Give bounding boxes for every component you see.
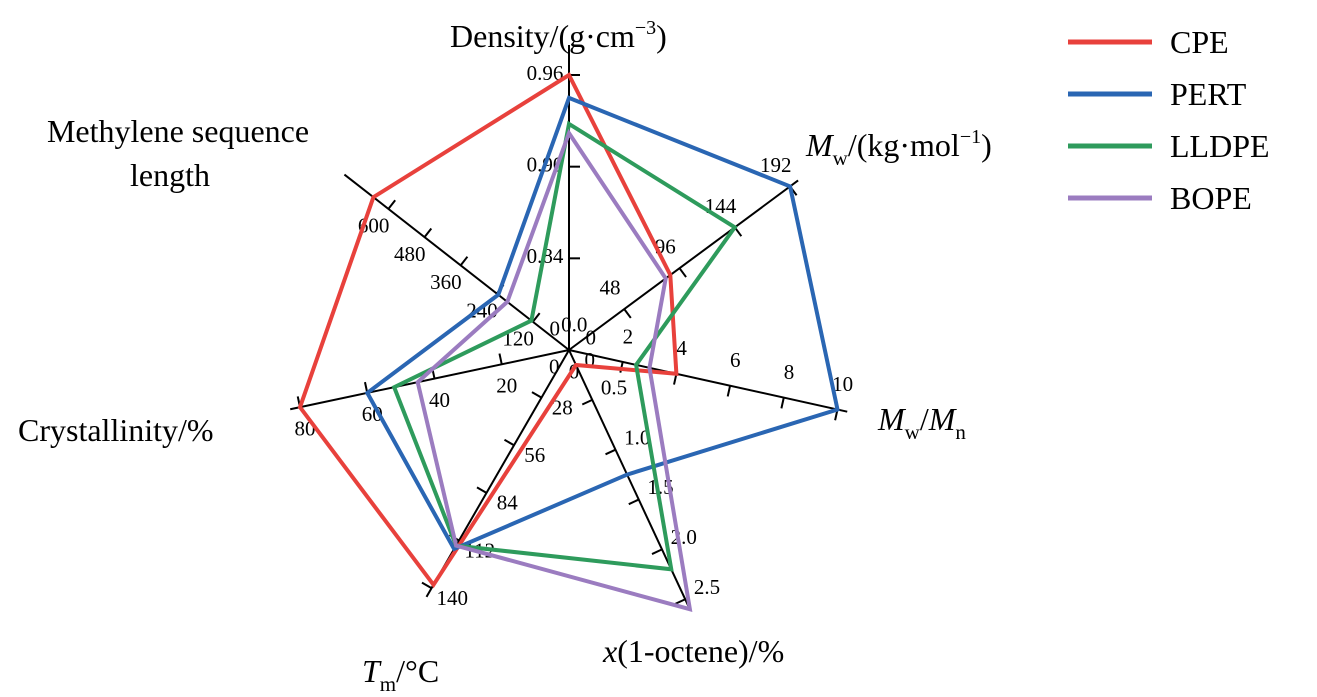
tick-label-mwmn: 8 [784,360,795,384]
tick-mark-methylene [423,227,433,238]
tick-label-methylene: 240 [466,298,498,322]
tick-label-tm: 0 [585,348,596,372]
tick-mark-crystallinity [498,353,503,365]
tick-mark-tm [476,486,488,494]
tick-label-crystallinity: 40 [429,388,450,412]
tick-label-tm: 84 [497,491,519,515]
tick-mark-octene [628,498,640,506]
axis-titles: Density/(g·cm−3) Mw/(kg·mol−1) Mw/Mn x(1… [18,17,992,696]
tick-label-methylene: 120 [502,327,534,351]
tick-mark-octene [581,398,593,406]
tick-label-mwmn: 4 [676,336,687,360]
legend-label-cpe: CPE [1170,24,1229,60]
tick-mark-tm [421,581,433,590]
series-bope [415,128,693,612]
tick-mark-methylene [459,256,469,266]
axis-title-density: Density/(g·cm−3) [450,17,667,54]
tick-mark-mwmn [780,397,785,409]
axis-title-octene: x(1-octene)/% [602,633,784,669]
tick-mark-methylene [387,199,396,210]
legend-label-lldpe: LLDPE [1170,128,1270,164]
tick-label-mw: 192 [760,153,792,177]
tick-label-mw: 48 [599,276,620,300]
tick-mark-octene [605,448,616,456]
tick-label-mwmn: 6 [730,348,741,372]
tick-label-mw: 144 [705,194,737,218]
series-lldpe [391,120,738,572]
axis-title-methylene-line1: Methylene sequence [47,113,309,149]
axis-title-methylene-line2: length [130,157,210,193]
tick-label-methylene: 480 [394,242,426,266]
axis-title-mw: Mw/(kg·mol−1) [805,126,992,170]
series-cpe [297,72,679,589]
axis-line-crystallinity [290,349,570,411]
tick-label-tm: 140 [437,586,469,610]
tick-label-tm: 56 [524,443,545,467]
series-pert [364,95,840,552]
tick-label-crystallinity: 80 [294,416,315,440]
legend-label-pert: PERT [1170,76,1247,112]
axis-title-tm: Tm/°C [362,653,439,696]
tick-mark-octene [674,598,686,605]
tick-label-methylene: 0 [549,355,560,379]
axis-line-mw [568,179,799,351]
axis-line-mwmn [568,349,848,413]
radar-series [297,72,840,612]
tick-label-mw: 0 [549,317,560,341]
axis-title-mwmn: Mw/Mn [877,401,966,444]
tick-label-crystallinity: 20 [496,374,517,398]
tick-label-tm: 28 [552,395,573,419]
legend: CPE PERT LLDPE BOPE [1068,24,1270,216]
tick-label-methylene: 360 [430,270,462,294]
tick-label-mwmn: 2 [623,324,634,348]
tick-mark-mwmn [726,385,732,397]
tick-label-mwmn: 0.0 [561,312,587,336]
tick-mark-mw [623,308,632,319]
tick-label-mwmn: 10 [832,372,853,396]
tick-mark-octene [651,548,663,555]
tick-label-octene: 0.5 [601,376,627,400]
tick-mark-methylene [532,312,541,323]
tick-mark-tm [531,391,542,399]
legend-label-bope: BOPE [1170,180,1252,216]
tick-label-octene: 0 [586,326,597,350]
axis-title-crystallinity: Crystallinity/% [18,412,214,448]
tick-mark-tm [503,438,515,447]
tick-label-octene: 2.5 [694,575,720,599]
tick-mark-mw [678,267,687,278]
